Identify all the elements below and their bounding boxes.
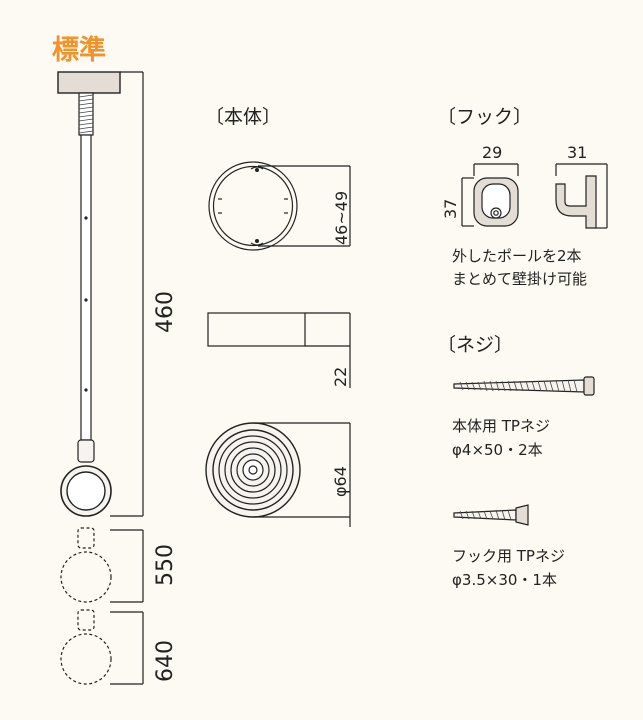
- body-dim-height: 22: [331, 366, 350, 387]
- hook-dim-width: 29: [482, 143, 503, 162]
- pole-ceiling-plate: [57, 71, 121, 94]
- body-screw-drawing: [453, 376, 595, 396]
- pole-extended-positions: [60, 527, 112, 685]
- hook-dim-height: 37: [441, 198, 460, 219]
- pole-dim-standard: 460: [153, 291, 178, 333]
- hook-screw-name: フック用 TPネジ: [452, 547, 565, 565]
- body-side-view: [207, 312, 351, 388]
- body-dim-top-diameter: 46~49: [332, 190, 351, 245]
- body-screw-spec: φ4×50・2本: [452, 441, 543, 459]
- pole-connector: [77, 439, 95, 463]
- pole-dim-long: 640: [153, 640, 178, 682]
- body-dim-diameter: φ64: [331, 466, 350, 497]
- hook-note-line-1: 外したポールを2本: [452, 247, 582, 265]
- hook-screw-drawing: [453, 504, 529, 526]
- hook-dim-depth: 31: [567, 143, 588, 162]
- hook-screw-spec: φ3.5×30・1本: [452, 571, 557, 589]
- hook-section-label: 〔フック〕: [437, 106, 533, 128]
- hook-front-view: [461, 163, 519, 227]
- body-section-label: 〔本体〕: [205, 106, 282, 128]
- pole-drawing: [57, 71, 144, 685]
- screws-section-label: 〔ネジ〕: [437, 334, 514, 356]
- hook-note-line-2: まとめて壁掛け可能: [452, 270, 588, 288]
- pole-shaft: [80, 134, 92, 441]
- hook-side-view: [555, 163, 608, 229]
- body-top-view: [208, 161, 351, 251]
- pole-dim-mid: 550: [153, 544, 178, 586]
- page-title: 標準: [52, 35, 106, 66]
- body-screw-name: 本体用 TPネジ: [452, 417, 550, 435]
- body-bottom-view: [205, 422, 351, 527]
